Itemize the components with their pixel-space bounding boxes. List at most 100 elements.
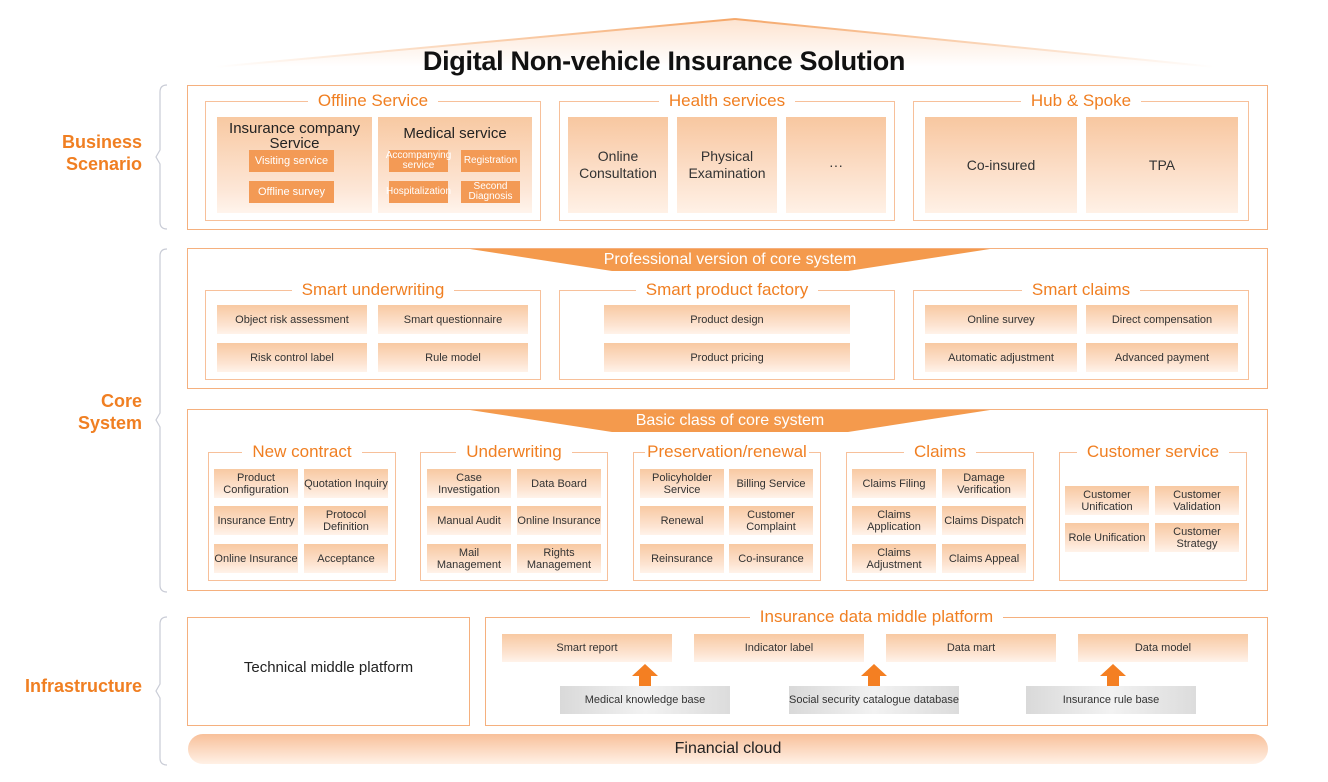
cell-insurance-entry: Insurance Entry (214, 506, 298, 535)
group-underwriting: Underwriting (420, 442, 608, 581)
group-title: Offline Service (206, 91, 540, 112)
group-title: New contract (209, 442, 395, 463)
professional-banner-shape (470, 249, 990, 271)
cell-physical-examination: Physical Examination (677, 117, 777, 213)
panel-title-line: Service (269, 135, 320, 152)
cell-object-risk-assessment: Object risk assessment (217, 305, 367, 334)
layer-label-business-scenario: Business Scenario (40, 131, 142, 175)
group-title: Insurance data middle platform (486, 607, 1267, 628)
group-title-text: Offline Service (307, 91, 439, 110)
cell-smart-questionnaire: Smart questionnaire (378, 305, 528, 334)
cell-rule-model: Rule model (378, 343, 528, 372)
technical-platform-label: Technical middle platform (243, 659, 414, 676)
group-title-text: Underwriting (456, 442, 572, 461)
cell-policyholder-service: Policyholder Service (640, 469, 724, 498)
group-title-text: Smart underwriting (291, 280, 455, 299)
cell-claims-application: Claims Application (852, 506, 936, 535)
basic-banner-shape (470, 410, 990, 432)
group-claims: Claims (846, 442, 1034, 581)
group-title: Hub & Spoke (914, 91, 1248, 112)
group-title-text: New contract (242, 442, 362, 461)
cell-customer-unification: Customer Unification (1065, 486, 1149, 515)
group-title-text: Smart claims (1021, 280, 1141, 299)
cell-quotation-inquiry: Quotation Inquiry (304, 469, 388, 498)
group-offline-service: Offline Service (205, 91, 541, 221)
brace-icon (155, 84, 168, 230)
layer-label-infrastructure: Infrastructure (24, 676, 142, 696)
cell-data-mart: Data mart (886, 634, 1056, 662)
cell-product-design: Product design (604, 305, 850, 334)
group-title-text: Smart product factory (635, 280, 819, 299)
cell-product-configuration: Product Configuration (214, 469, 298, 498)
layer-label-line: System (77, 413, 142, 433)
cell-advanced-payment: Advanced payment (1086, 343, 1238, 372)
group-title: Customer service (1060, 442, 1246, 463)
group-title-text: Health services (658, 91, 796, 110)
group-title-text: Hub & Spoke (1020, 91, 1142, 110)
panel-title: Insurance company Service (217, 121, 372, 151)
cell-online-insurance: Online Insurance (214, 544, 298, 573)
group-title-text: Preservation/renewal (645, 442, 809, 461)
cell-tpa: TPA (1086, 117, 1238, 213)
cell-hospitalization: Hospitalization (386, 181, 451, 203)
brace-icon (155, 616, 168, 766)
cell-online-insurance: Online Insurance (517, 506, 601, 535)
group-title-text: Insurance data middle platform (749, 607, 1004, 626)
cell-automatic-adjustment: Automatic adjustment (925, 343, 1077, 372)
arrow-up-icon (632, 664, 658, 686)
cell-customer-validation: Customer Validation (1155, 486, 1239, 515)
cell-indicator-label: Indicator label (694, 634, 864, 662)
group-preservation-renewal: Preservation/renewal (633, 442, 821, 581)
arrow-up-icon (1100, 664, 1126, 686)
group-title: Underwriting (421, 442, 607, 463)
layer-label-line: Scenario (65, 154, 142, 174)
cell-co-insured: Co-insured (925, 117, 1077, 213)
cell-data-board: Data Board (517, 469, 601, 498)
cell-risk-control-label: Risk control label (217, 343, 367, 372)
cell-claims-adjustment: Claims Adjustment (852, 544, 936, 573)
layer-label-core-system: Core System (40, 390, 142, 434)
arrow-up-icon (861, 664, 887, 686)
cell-case-investigation: Case Investigation (427, 469, 511, 498)
cell-product-pricing: Product pricing (604, 343, 850, 372)
cell-direct-compensation: Direct compensation (1086, 305, 1238, 334)
group-smart-claims: Smart claims (913, 280, 1249, 380)
cell-acceptance: Acceptance (304, 544, 388, 573)
group-title: Claims (847, 442, 1033, 463)
financial-cloud-bar: Financial cloud (188, 734, 1268, 764)
panel-title-line: Insurance company (229, 120, 360, 137)
cell-billing-service: Billing Service (729, 469, 813, 498)
cell-rights-management: Rights Management (517, 544, 601, 573)
group-title: Smart claims (914, 280, 1248, 301)
group-title-text: Customer service (1076, 442, 1230, 461)
cell-mail-management: Mail Management (427, 544, 511, 573)
group-health-services: Health services (559, 91, 895, 221)
cell-registration: Registration (461, 150, 520, 172)
group-smart-underwriting: Smart underwriting (205, 280, 541, 380)
cell-accompanying-service: Accompanying service (385, 150, 452, 172)
group-title-text: Claims (904, 442, 976, 461)
page-title: Digital Non-vehicle Insurance Solution (422, 46, 906, 76)
group-new-contract: New contract (208, 442, 396, 581)
cell-reinsurance: Reinsurance (640, 544, 724, 573)
cell-more: ··· (786, 117, 886, 213)
group-title: Preservation/renewal (634, 442, 820, 463)
cell-social-security-catalogue: Social security catalogue database (789, 686, 959, 714)
cell-claims-dispatch: Claims Dispatch (942, 506, 1026, 535)
cell-damage-verification: Damage Verification (942, 469, 1026, 498)
cell-medical-knowledge-base: Medical knowledge base (560, 686, 730, 714)
group-title: Smart product factory (560, 280, 894, 301)
group-title: Health services (560, 91, 894, 112)
basic-banner-label: Basic class of core system (635, 412, 825, 429)
cell-second-diagnosis: Second Diagnosis (461, 181, 520, 203)
layer-label-line: Core (100, 391, 142, 411)
cell-protocol-definition: Protocol Definition (304, 506, 388, 535)
panel-title: Medical service (403, 125, 507, 142)
cell-online-survey: Online survey (925, 305, 1077, 334)
cell-claims-filing: Claims Filing (852, 469, 936, 498)
cell-role-unification: Role Unification (1065, 523, 1149, 552)
cell-offline-survey: Offline survey (249, 181, 334, 203)
group-hub-spoke: Hub & Spoke (913, 91, 1249, 221)
cell-smart-report: Smart report (502, 634, 672, 662)
group-customer-service: Customer service (1059, 442, 1247, 581)
